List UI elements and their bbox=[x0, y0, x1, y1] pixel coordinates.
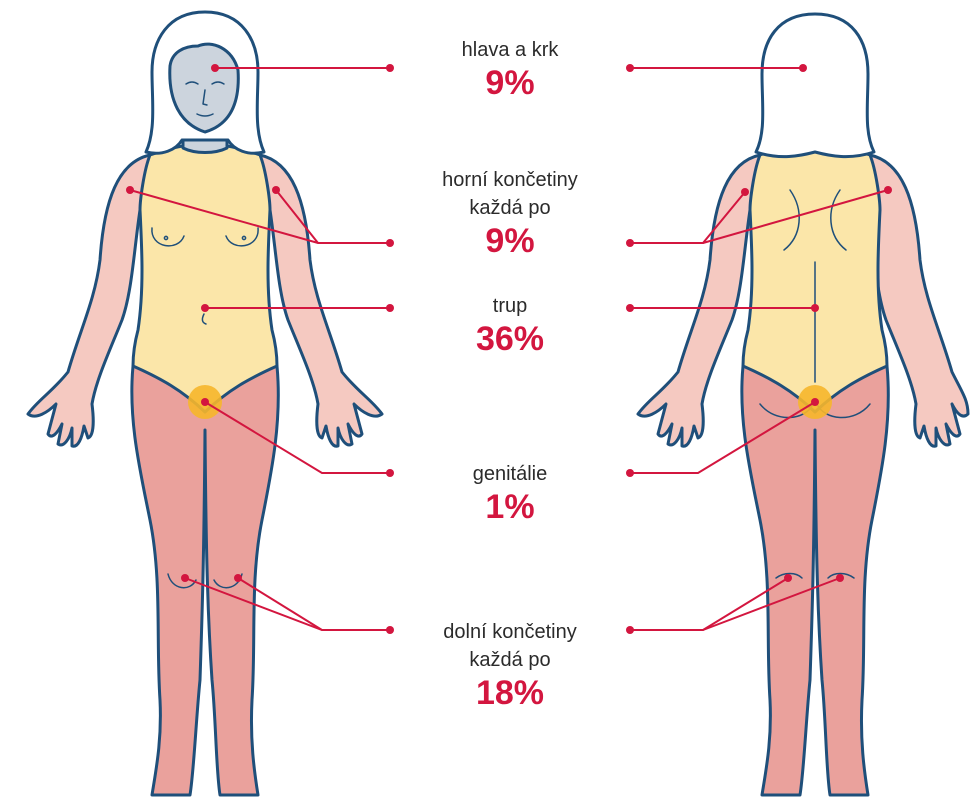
leader-dot bbox=[626, 64, 634, 72]
label-upper-limbs-name-2: každá po bbox=[400, 194, 620, 222]
leader-dot bbox=[626, 469, 634, 477]
leader-dot bbox=[181, 574, 189, 582]
leader-dot bbox=[836, 574, 844, 582]
leader-dot bbox=[741, 188, 749, 196]
leader-dot bbox=[626, 626, 634, 634]
leader-dot bbox=[211, 64, 219, 72]
leader-dot bbox=[626, 304, 634, 312]
label-head-neck-name: hlava a krk bbox=[400, 36, 620, 64]
label-upper-limbs: horní končetiny každá po 9% bbox=[400, 166, 620, 260]
leader-dot bbox=[201, 398, 209, 406]
leader-leg-back-a bbox=[630, 578, 788, 630]
label-lower-limbs-name-1: dolní končetiny bbox=[400, 618, 620, 646]
leader-dot bbox=[201, 304, 209, 312]
leader-dot bbox=[272, 186, 280, 194]
front-legs bbox=[132, 366, 279, 795]
leader-dot bbox=[799, 64, 807, 72]
leader-dot bbox=[884, 186, 892, 194]
label-upper-limbs-percent: 9% bbox=[400, 222, 620, 260]
label-lower-limbs: dolní končetiny každá po 18% bbox=[400, 618, 620, 712]
back-figure bbox=[638, 14, 968, 795]
label-head-neck: hlava a krk 9% bbox=[400, 36, 620, 102]
label-genitals-name: genitálie bbox=[400, 460, 620, 488]
leader-dot bbox=[811, 304, 819, 312]
leader-dot bbox=[626, 239, 634, 247]
leader-dot bbox=[386, 304, 394, 312]
leader-dot bbox=[126, 186, 134, 194]
leader-dot bbox=[386, 469, 394, 477]
label-genitals: genitálie 1% bbox=[400, 460, 620, 526]
label-genitals-percent: 1% bbox=[400, 488, 620, 526]
label-lower-limbs-name-2: každá po bbox=[400, 646, 620, 674]
leader-dot bbox=[386, 239, 394, 247]
label-trunk-name: trup bbox=[400, 292, 620, 320]
leader-dot bbox=[386, 626, 394, 634]
label-trunk-percent: 36% bbox=[400, 320, 620, 358]
label-upper-limbs-name-1: horní končetiny bbox=[400, 166, 620, 194]
back-legs bbox=[742, 366, 889, 795]
label-lower-limbs-percent: 18% bbox=[400, 674, 620, 712]
label-head-neck-percent: 9% bbox=[400, 64, 620, 102]
leader-dot bbox=[811, 398, 819, 406]
leader-dot bbox=[784, 574, 792, 582]
label-trunk: trup 36% bbox=[400, 292, 620, 358]
leader-dot bbox=[234, 574, 242, 582]
back-hair bbox=[756, 14, 874, 157]
leader-dot bbox=[386, 64, 394, 72]
front-torso bbox=[133, 144, 277, 412]
